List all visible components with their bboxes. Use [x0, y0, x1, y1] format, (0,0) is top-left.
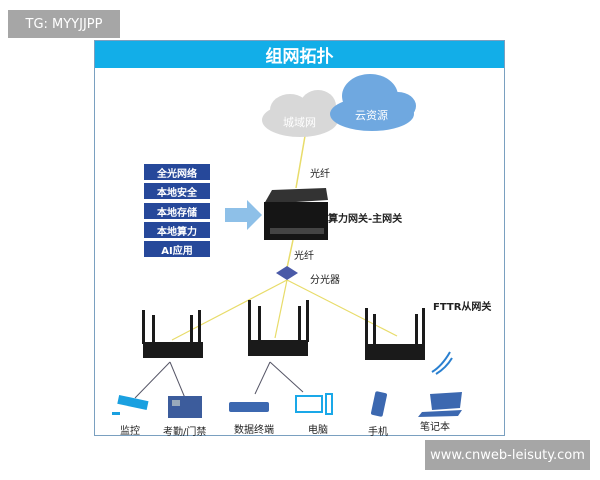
fiber-line-top — [295, 135, 306, 189]
cloud-resource-cloud — [330, 74, 416, 131]
feature-box: 本地算力 — [144, 222, 210, 238]
fiber-line-mid — [274, 279, 288, 339]
camera-icon — [112, 394, 149, 415]
wifi-signal-icon — [431, 351, 453, 375]
feature-box: 全光网络 — [144, 164, 210, 180]
device-label: 电脑 — [308, 425, 328, 436]
feature-box: AI应用 — [144, 241, 210, 257]
sub-gateway-label: FTTR从网关 — [433, 302, 492, 313]
watermark-top: TG: MYYJJPP — [8, 10, 120, 38]
splitter-icon — [276, 266, 298, 280]
attendance-device-icon — [168, 396, 202, 418]
device-label: 监控 — [120, 426, 140, 437]
feature-box: 本地安全 — [144, 183, 210, 199]
fiber-line-right — [286, 279, 398, 337]
fiber-label-top: 光纤 — [310, 169, 330, 180]
fiber-line-left — [171, 279, 288, 341]
splitter-label: 分光器 — [310, 275, 340, 286]
device-label: 手机 — [368, 427, 388, 438]
cloud-label-resource: 云资源 — [355, 109, 388, 122]
data-terminal-icon — [229, 402, 269, 412]
metro-network-cloud — [262, 90, 338, 137]
diagram-title: 组网拓扑 — [95, 41, 504, 68]
watermark-bottom: www.cnweb-leisuty.com — [425, 440, 590, 470]
computer-icon — [295, 393, 333, 415]
router-right — [365, 308, 425, 360]
fiber-label-bottom: 光纤 — [294, 251, 314, 262]
device-label: 笔记本 — [420, 422, 450, 433]
router-left — [142, 310, 203, 358]
main-gateway-label: 算力网关-主网关 — [328, 214, 403, 225]
feature-box: 本地存储 — [144, 203, 210, 219]
arrow-icon — [225, 200, 262, 230]
router-mid — [248, 300, 309, 356]
phone-icon — [371, 391, 387, 417]
device-label: 考勤/门禁 — [163, 427, 207, 438]
device-label: 数据终端 — [234, 425, 274, 436]
cloud-label-metro: 城域网 — [283, 116, 316, 129]
main-gateway-device — [264, 188, 328, 240]
diagram-frame — [94, 40, 505, 436]
fiber-line-bottom — [286, 239, 294, 269]
laptop-icon — [418, 392, 462, 417]
